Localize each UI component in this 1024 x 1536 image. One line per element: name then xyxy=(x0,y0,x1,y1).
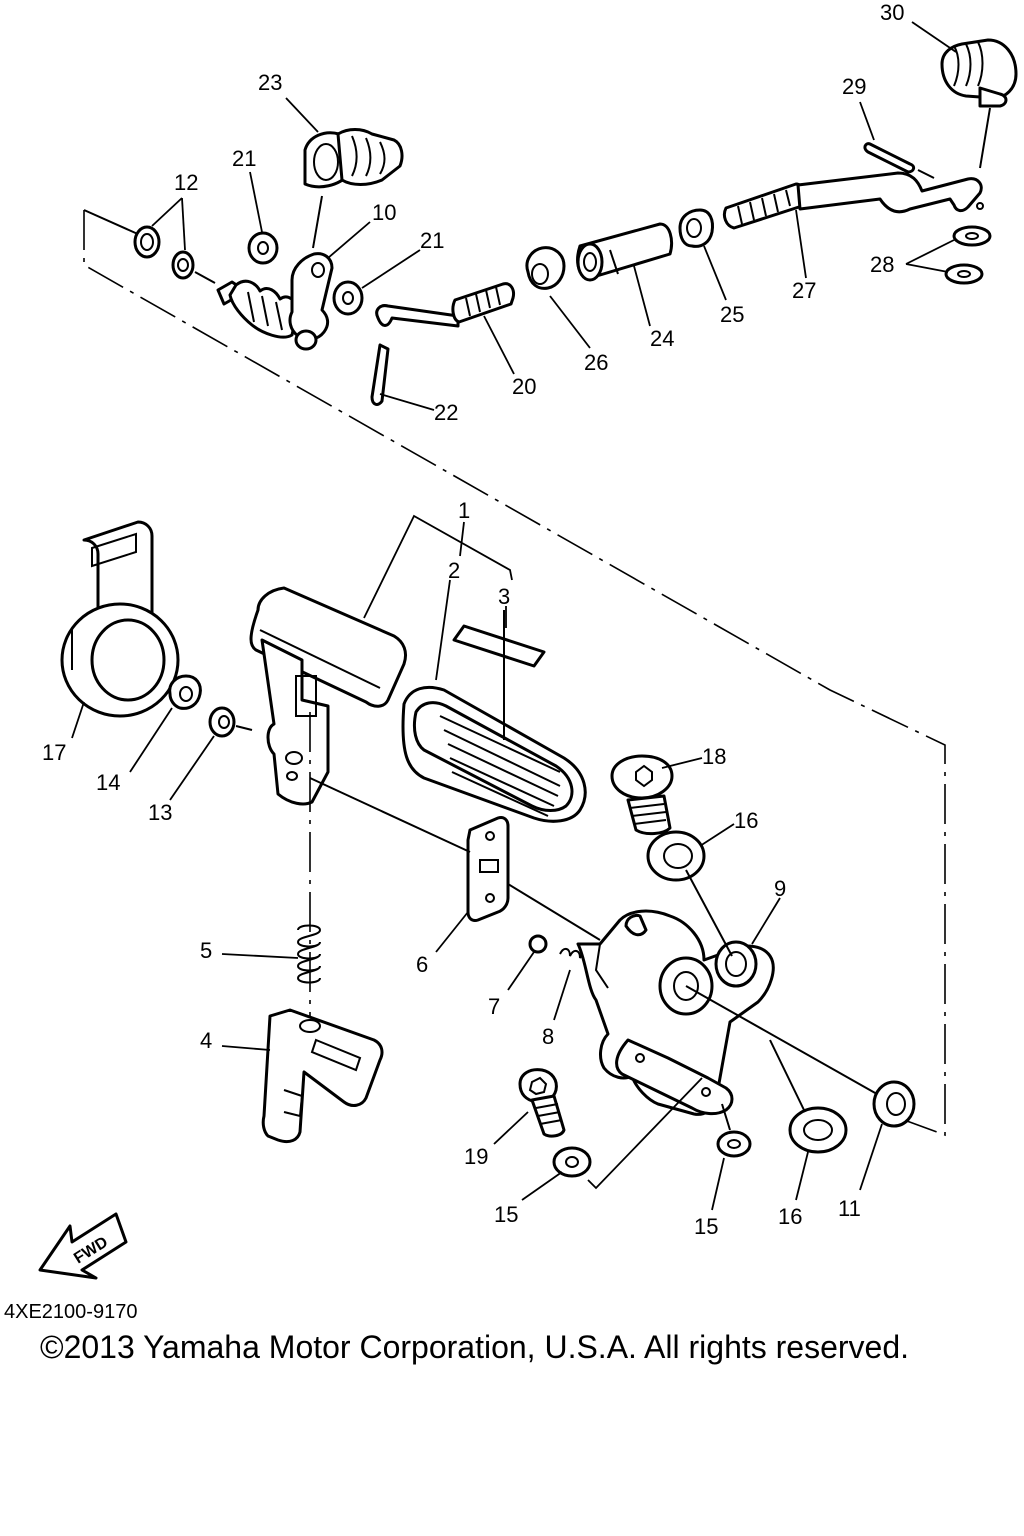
washer-21b xyxy=(332,280,364,316)
washer-13 xyxy=(208,706,236,738)
callout-16b: 16 xyxy=(778,1204,802,1229)
washer-16a xyxy=(646,830,706,882)
callout-23: 23 xyxy=(258,70,282,95)
screw-18 xyxy=(610,754,674,836)
spring-5 xyxy=(296,924,322,984)
callout-9: 9 xyxy=(774,876,786,901)
rod-20 xyxy=(375,282,515,328)
cotter-pin-29 xyxy=(863,142,916,174)
callout-21b: 21 xyxy=(420,228,444,253)
callout-22: 22 xyxy=(434,400,458,425)
boot-30 xyxy=(940,38,1018,108)
callout-11: 11 xyxy=(838,1196,861,1221)
callout-25: 25 xyxy=(720,302,744,327)
callout-28: 28 xyxy=(870,252,894,277)
callout-21a: 21 xyxy=(232,146,256,171)
callout-14: 14 xyxy=(96,770,120,795)
callout-1: 1 xyxy=(458,498,470,523)
washer-21a xyxy=(247,231,279,265)
grip-bracket-1 xyxy=(249,586,408,806)
ball-7 xyxy=(528,934,548,954)
callout-20: 20 xyxy=(512,374,536,399)
copyright-notice: ©2013 Yamaha Motor Corporation, U.S.A. A… xyxy=(40,1329,909,1365)
callout-10: 10 xyxy=(372,200,396,225)
callout-15b: 15 xyxy=(694,1214,718,1239)
washer-28a xyxy=(952,225,992,247)
handle-17 xyxy=(60,520,180,718)
callout-19: 19 xyxy=(464,1144,488,1169)
diagram-code: 4XE2100-9170 xyxy=(4,1301,137,1323)
callout-12: 12 xyxy=(174,170,198,195)
lever-4 xyxy=(261,1008,384,1144)
nut-14 xyxy=(168,674,202,710)
callout-29: 29 xyxy=(842,74,866,99)
plate-6 xyxy=(466,816,510,922)
callout-18: 18 xyxy=(702,744,726,769)
washer-28b xyxy=(944,263,984,285)
callout-30: 30 xyxy=(880,0,904,25)
assembly-outline xyxy=(83,209,946,1137)
callout-3: 3 xyxy=(498,584,510,609)
washer-16b xyxy=(788,1106,848,1154)
callout-24: 24 xyxy=(650,326,674,351)
fwd-arrow-icon: FWD xyxy=(38,1212,128,1280)
callout-numbers: 1 2 3 4 5 6 7 8 9 10 11 12 13 14 15 15 1… xyxy=(42,0,904,1239)
callout-16a: 16 xyxy=(734,808,758,833)
washer-11 xyxy=(872,1080,916,1128)
boot-23 xyxy=(303,128,404,189)
callout-26: 26 xyxy=(584,350,608,375)
callout-17: 17 xyxy=(42,740,66,765)
housing-9 xyxy=(576,909,775,1116)
joint-24 xyxy=(576,222,674,282)
leader-lines xyxy=(71,21,957,1211)
washer-15b xyxy=(716,1130,752,1158)
callout-15a: 15 xyxy=(494,1202,518,1227)
cotter-pin-22 xyxy=(370,343,390,406)
callout-7: 7 xyxy=(488,994,500,1019)
washer-12a xyxy=(133,225,161,259)
rod-27 xyxy=(722,171,984,230)
washer-15a xyxy=(552,1146,592,1178)
callout-6: 6 xyxy=(416,952,428,977)
grip-2 xyxy=(401,685,587,823)
nut-26 xyxy=(525,246,566,290)
callout-8: 8 xyxy=(542,1024,554,1049)
lever-10-with-spring xyxy=(216,252,334,351)
callout-13: 13 xyxy=(148,800,172,825)
callout-4: 4 xyxy=(200,1028,212,1053)
callout-27: 27 xyxy=(792,278,816,303)
nut-25 xyxy=(678,208,714,248)
callout-5: 5 xyxy=(200,938,212,963)
bolt-19 xyxy=(518,1068,566,1138)
label-3 xyxy=(452,624,546,668)
washer-12b xyxy=(171,250,195,280)
callout-2: 2 xyxy=(448,558,460,583)
